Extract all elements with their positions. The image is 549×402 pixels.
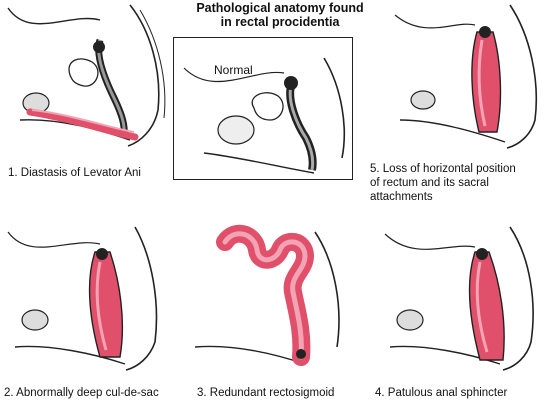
loss-horizontal-illustration: [394, 4, 538, 149]
caption-redundant-rectosigmoid: 3. Redundant rectosigmoid: [197, 387, 335, 399]
caption-line-1: 5. Loss of horizontal position: [370, 163, 516, 175]
caption-deep-cul-de-sac: 2. Abnormally deep cul-de-sac: [4, 387, 159, 399]
redundant-rectosigmoid-illustration: [194, 224, 340, 366]
title-line-1: Pathological anatomy found: [196, 1, 364, 15]
deep-cul-de-sac-illustration: [7, 226, 158, 371]
panel-diastasis-levator-ani: [0, 0, 175, 160]
normal-label: Normal: [214, 63, 253, 77]
panel-redundant-rectosigmoid: [185, 222, 355, 382]
normal-panel: [173, 37, 353, 180]
caption-line-3: attachments: [370, 191, 433, 203]
panel-loss-horizontal-position: [385, 0, 549, 160]
figure-title: Pathological anatomy found in rectal pro…: [150, 1, 410, 29]
diastasis-illustration: [7, 4, 166, 147]
title-line-2: in rectal procidentia: [220, 15, 340, 29]
caption-patulous-anal-sphincter: 4. Patulous anal sphincter: [375, 387, 508, 399]
caption-loss-horizontal-position: 5. Loss of horizontal position of rectum…: [370, 162, 516, 204]
panel-deep-cul-de-sac: [0, 222, 175, 382]
caption-line-2: of rectum and its sacral: [370, 177, 489, 189]
panel-patulous-anal-sphincter: [375, 222, 549, 382]
normal-illustration: [183, 57, 346, 174]
patulous-sphincter-illustration: [384, 226, 534, 371]
caption-diastasis: 1. Diastasis of Levator Ani: [8, 167, 141, 179]
